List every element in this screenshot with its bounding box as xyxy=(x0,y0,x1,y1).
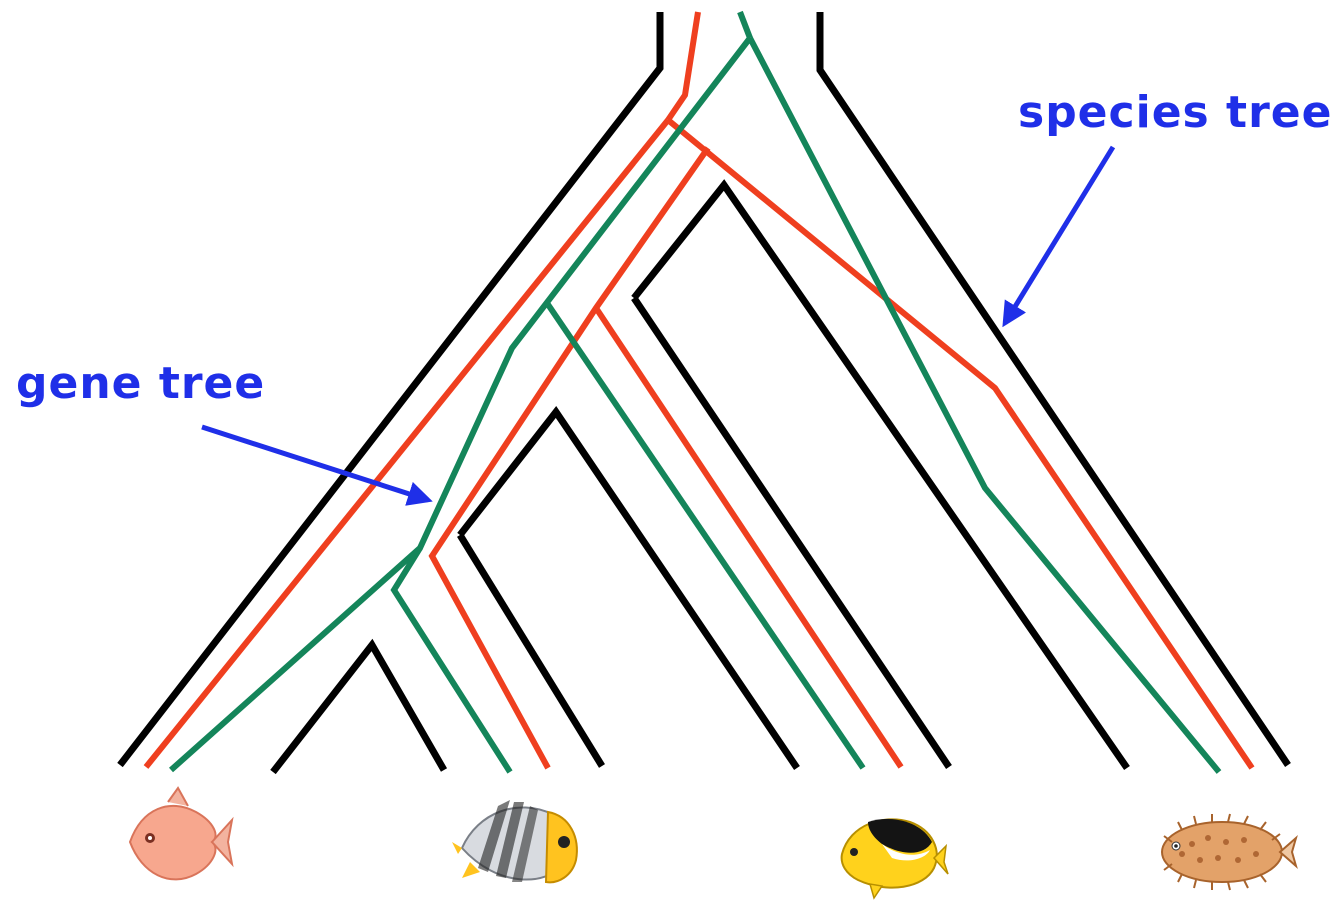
butterflyfish-icon xyxy=(452,800,578,884)
pink-fish-icon xyxy=(128,786,234,881)
red-right-lineage xyxy=(666,117,1255,770)
pufferfish-icon xyxy=(1161,813,1298,891)
yellow-black-fish-icon xyxy=(840,818,949,900)
gene-tree-red-copy xyxy=(143,11,1255,770)
annotations: species tree gene tree xyxy=(16,87,1332,506)
species-tree-inner-right-lower xyxy=(631,296,952,769)
species-tree-inner-left-lower xyxy=(457,533,605,768)
red-left-lineage xyxy=(143,118,671,769)
gene-tree-green-copy xyxy=(169,10,1222,774)
gene-tree-label: gene tree xyxy=(16,358,265,409)
gene-tree-arrow xyxy=(201,424,433,506)
species-tree-outer-left xyxy=(117,12,664,768)
green-middle-lineage xyxy=(544,301,866,770)
species-tree-label: species tree xyxy=(1018,87,1332,138)
species-tree xyxy=(117,12,1291,775)
species-tree-inner-middle-split xyxy=(457,406,800,770)
red-root-branch xyxy=(665,11,701,122)
species-tree-outer-right xyxy=(816,12,1291,767)
green-root-branch xyxy=(737,10,753,40)
taxa-icons xyxy=(128,786,1298,900)
green-right-lineage xyxy=(747,36,1222,774)
species-tree-inner-top-split xyxy=(631,179,1130,770)
species-tree-arrow xyxy=(1002,145,1116,328)
red-middle-lineage xyxy=(428,146,711,770)
red-middle-right-lineage xyxy=(593,306,904,769)
species-tree-inner-left-split xyxy=(270,638,448,775)
green-inner-left-lineage xyxy=(390,546,513,774)
green-left-lineage xyxy=(169,36,753,773)
